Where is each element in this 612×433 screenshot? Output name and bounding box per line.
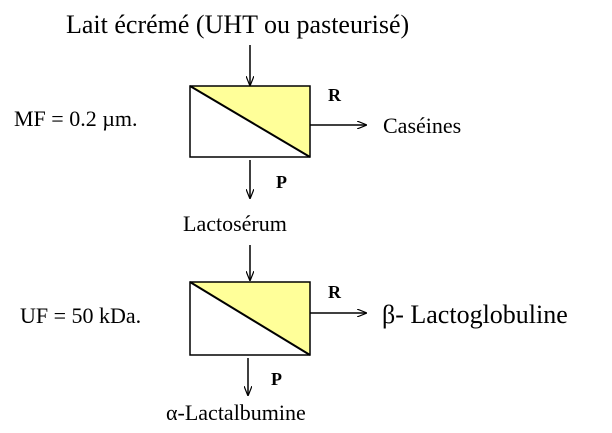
permeate-letter-1: P <box>276 172 287 192</box>
membrane-label-1: MF = 0.2 µm. <box>14 106 138 131</box>
retentate-product-2: β- Lactoglobuline <box>382 300 568 329</box>
retentate-product-1: Caséines <box>383 113 462 138</box>
membrane-label-2: UF = 50 kDa. <box>20 303 142 328</box>
membrane-line-1 <box>189 85 311 158</box>
input-label: Lait écrémé (UHT ou pasteurisé) <box>66 10 410 39</box>
retentate-letter-1: R <box>328 85 341 105</box>
retentate-letter-2: R <box>328 282 341 302</box>
membrane-module-1 <box>189 85 311 158</box>
permeate-product-2: α-Lactalbumine <box>166 400 306 425</box>
permeate-letter-2: P <box>271 369 282 389</box>
permeate-product-1: Lactosérum <box>183 211 287 236</box>
membrane-line-2 <box>189 281 311 356</box>
membrane-module-2 <box>189 281 311 356</box>
